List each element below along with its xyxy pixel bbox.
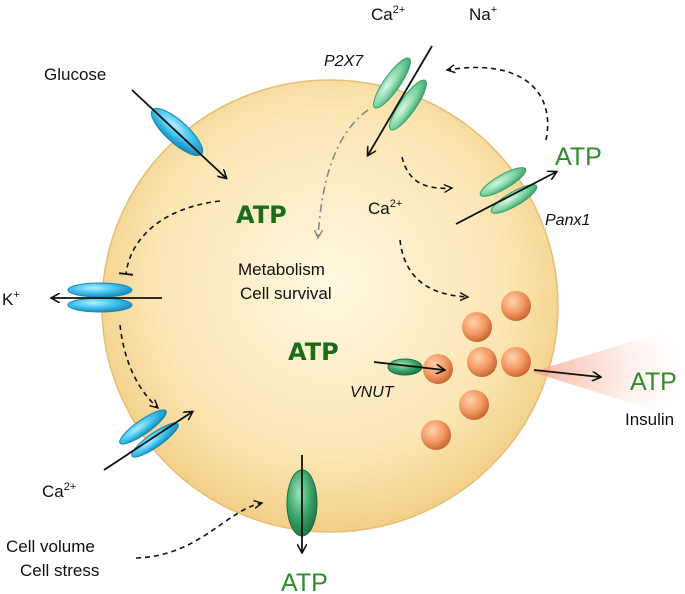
p2x7-influx-arrow	[368, 45, 433, 155]
na-top-label: Na+	[469, 4, 497, 24]
ca-inner-label: Ca2+	[368, 198, 402, 218]
vesicle	[421, 420, 451, 450]
cell-volume-stress-arrow	[135, 503, 262, 559]
atp-feedback-to-p2x7	[447, 67, 549, 141]
vnut-uptake-arrow	[373, 361, 444, 370]
ca-to-vesicles-arrow	[399, 239, 468, 297]
vnut-label: VNUT	[350, 384, 395, 401]
ca-top-label: Ca2+	[371, 4, 405, 24]
atp-inner-top: ATP	[236, 201, 287, 229]
ca-bottom-label: Ca2+	[42, 481, 76, 501]
atp-inhibits-k-channel	[118, 200, 221, 276]
k-channel	[67, 282, 133, 313]
atp-insulin-out: ATP	[630, 368, 677, 396]
k-ion-label: K+	[2, 289, 20, 309]
cell-volume-label: Cell volume	[6, 537, 95, 556]
insulin-exocytosis-arrow	[533, 369, 600, 377]
ca-to-panx1-arrow	[401, 156, 452, 188]
insulin-release-glow	[532, 325, 685, 420]
glucose-arrow	[131, 89, 226, 178]
glucose-label: Glucose	[44, 65, 106, 84]
vesicle	[501, 291, 531, 321]
atp-inner-mid: ATP	[288, 338, 339, 366]
panx1-label: Panx1	[545, 212, 590, 229]
vesicle	[462, 312, 492, 342]
p2x7-receptor	[373, 57, 427, 131]
vesicle	[501, 347, 531, 377]
vesicle	[467, 347, 497, 377]
panx1-channel	[479, 167, 538, 214]
cell-body	[101, 79, 559, 533]
p2x7-to-metabolism-arrow	[318, 109, 369, 238]
depolarization-to-ca-channel	[119, 324, 158, 408]
p2x7-label: P2X7	[324, 53, 364, 70]
cell-stress-label: Cell stress	[20, 561, 99, 580]
ca-influx-arrow	[103, 412, 192, 471]
cell-survival-label: Cell survival	[240, 284, 332, 303]
panx1-efflux-arrow	[455, 172, 556, 225]
atp-panx1-out: ATP	[555, 143, 602, 171]
vesicle	[459, 390, 489, 420]
atp-bottom-out: ATP	[281, 569, 328, 594]
ca-channel	[119, 409, 179, 458]
vesicle-group	[421, 291, 531, 450]
insulin-label: Insulin	[625, 410, 674, 429]
metabolism-label: Metabolism	[238, 260, 325, 279]
